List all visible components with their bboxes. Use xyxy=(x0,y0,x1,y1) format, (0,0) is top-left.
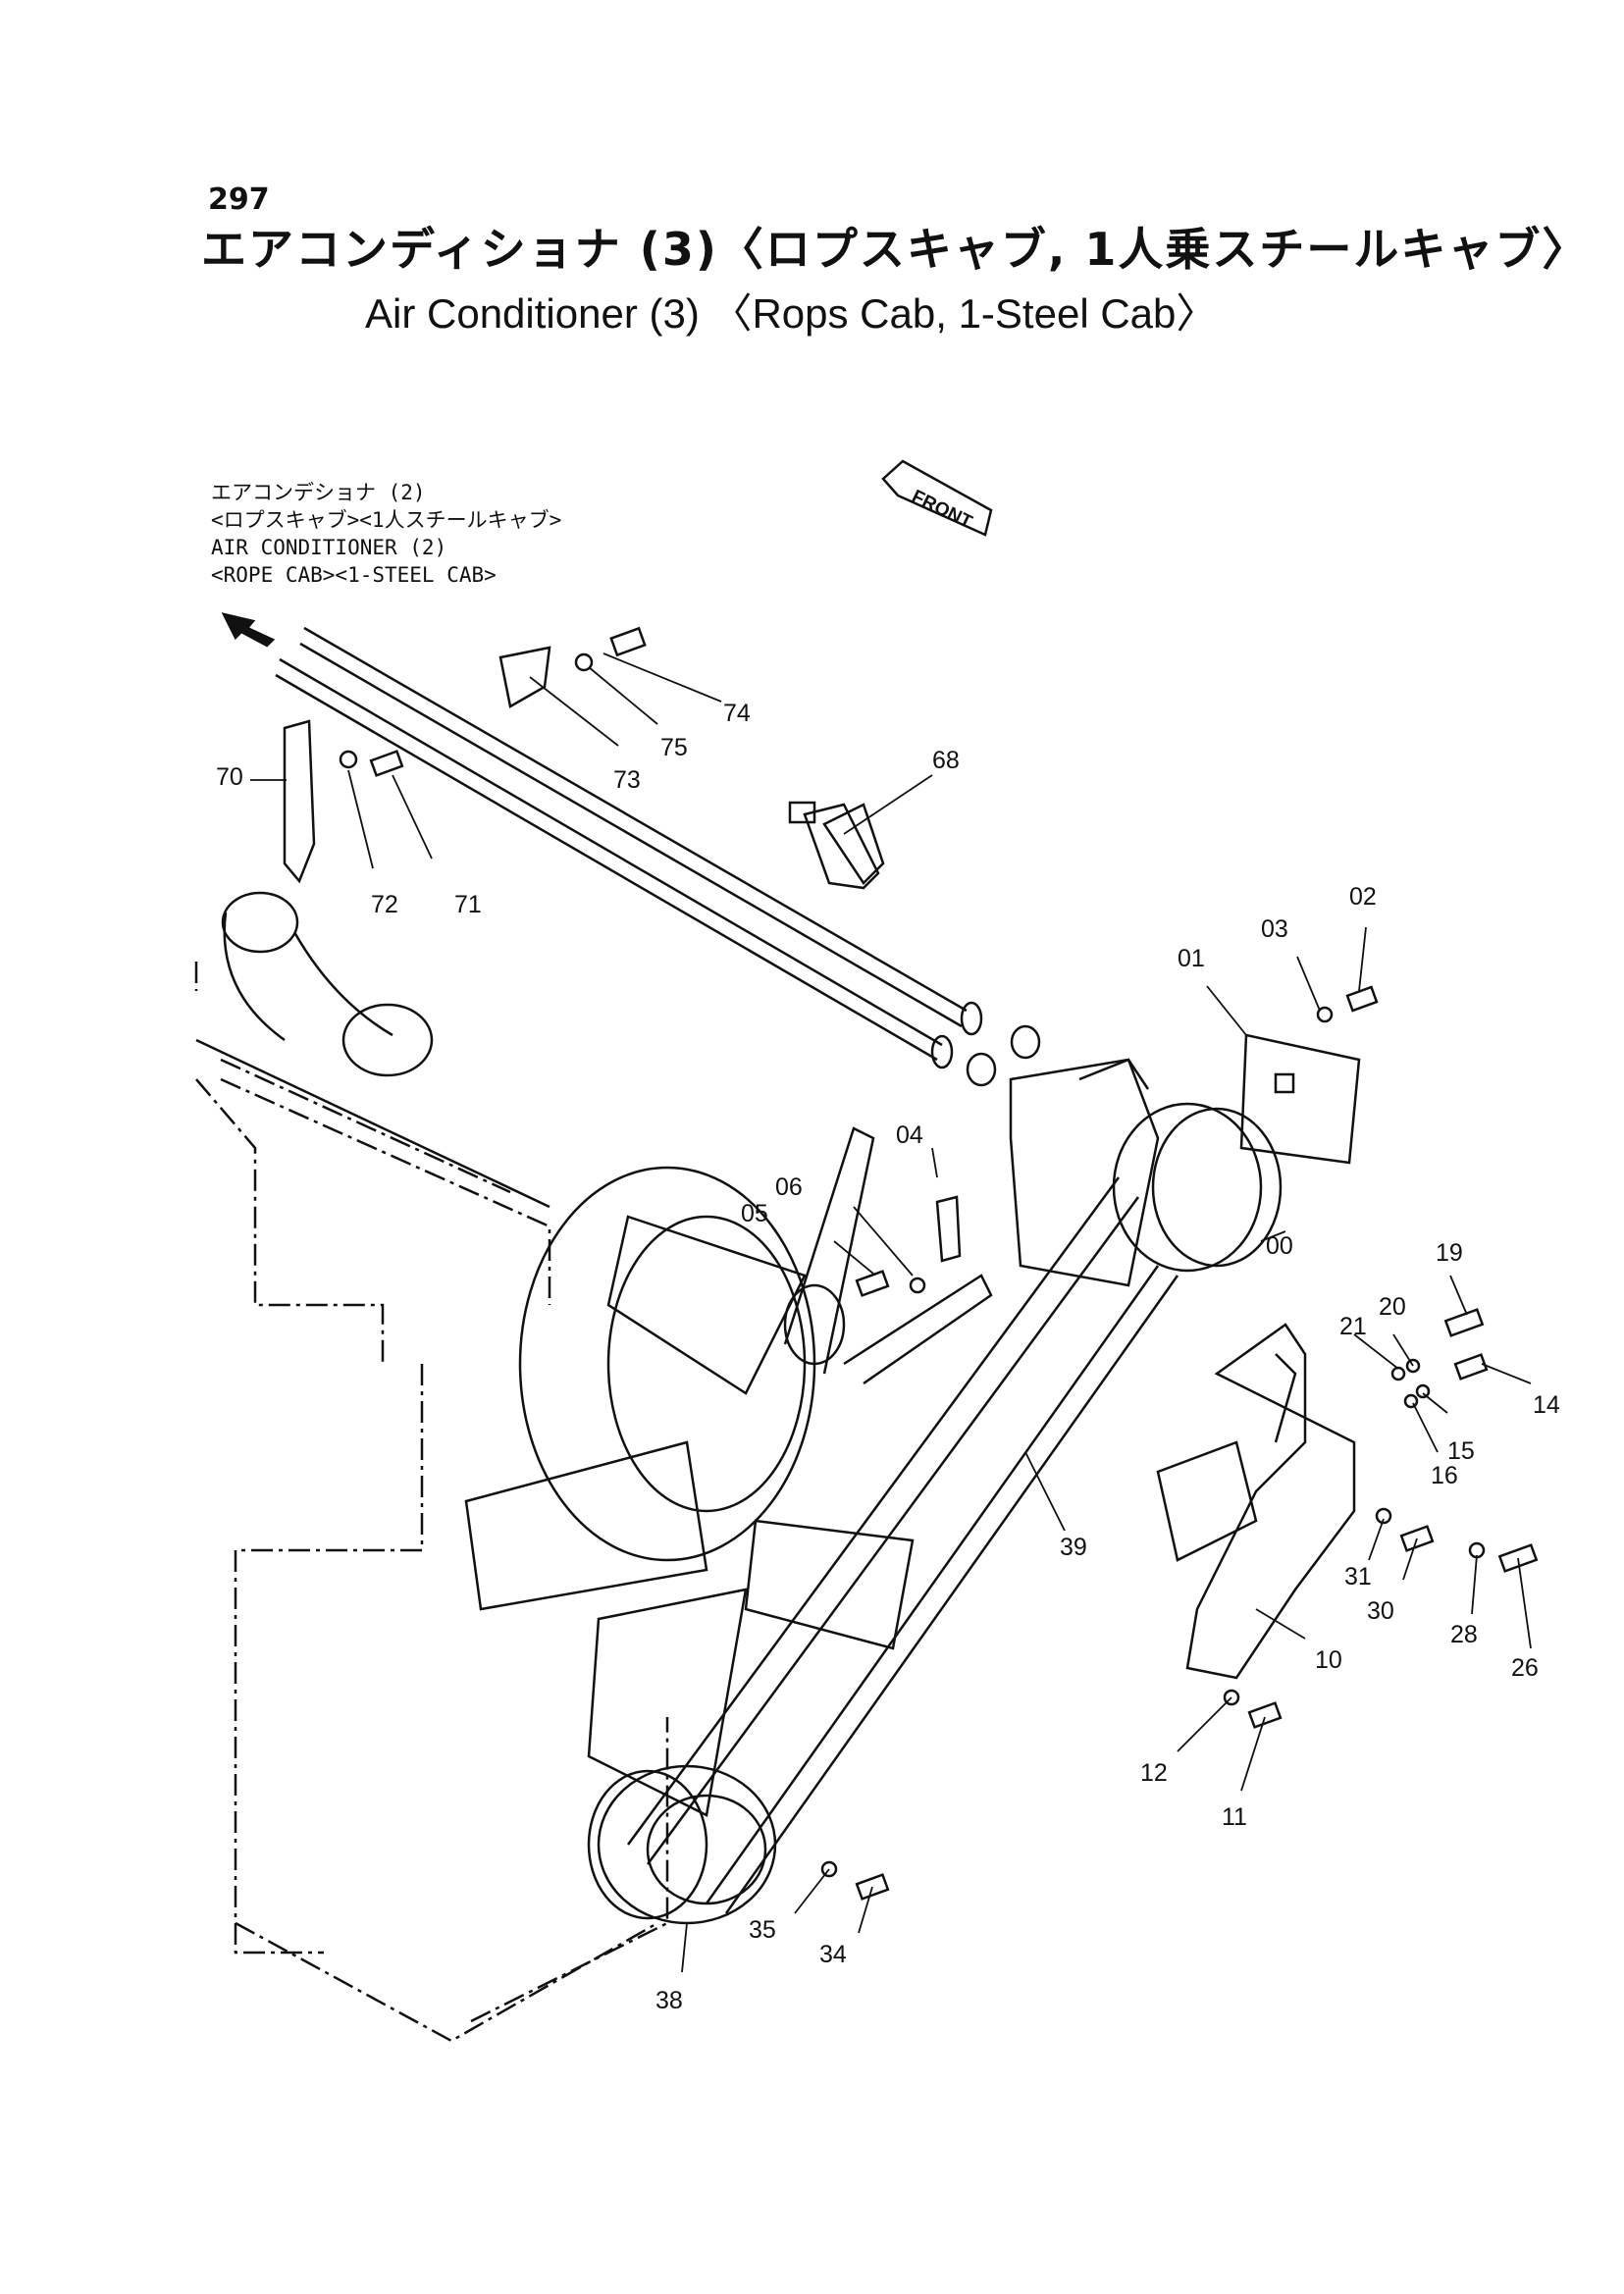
reference-note-line: AIR CONDITIONER (2) xyxy=(211,536,447,559)
part-label-00: 00 xyxy=(1266,1232,1293,1260)
page-title-english: Air Conditioner (3) 〈Rops Cab, 1-Steel C… xyxy=(365,290,1218,337)
part-label-74: 74 xyxy=(723,700,751,727)
part-label-14: 14 xyxy=(1533,1391,1560,1419)
part-label-06: 06 xyxy=(775,1173,803,1201)
part-label-39: 39 xyxy=(1060,1534,1087,1561)
reference-arrow-icon xyxy=(221,612,276,648)
part-label-03: 03 xyxy=(1261,915,1288,943)
drive-belt xyxy=(626,1176,1179,1914)
page-number: 297 xyxy=(208,182,270,217)
page-title-japanese: エアコンディショナ (3)〈ロプスキャブ, 1人乗スチールキャブ〉 xyxy=(201,223,1590,276)
part-label-38: 38 xyxy=(655,1987,683,2014)
reference-note-line: <ロプスキャブ><1人スチールキャブ> xyxy=(211,508,562,532)
part-label-10: 10 xyxy=(1315,1646,1342,1674)
part-label-15: 15 xyxy=(1447,1437,1475,1465)
reference-note-line: <ROPE CAB><1-STEEL CAB> xyxy=(211,563,497,587)
part-label-16: 16 xyxy=(1431,1462,1458,1489)
part-label-34: 34 xyxy=(819,1941,847,1968)
part-label-73: 73 xyxy=(613,766,641,794)
part-label-02: 02 xyxy=(1349,883,1377,911)
front-arrow-icon: FRONT xyxy=(881,459,993,537)
part-label-70: 70 xyxy=(216,763,243,791)
mounting-plate xyxy=(1239,1033,1361,1165)
part-label-71: 71 xyxy=(454,891,482,918)
leader-lines xyxy=(250,652,1532,1973)
part-label-21: 21 xyxy=(1339,1313,1367,1340)
part-label-01: 01 xyxy=(1178,945,1205,972)
part-label-28: 28 xyxy=(1450,1621,1478,1648)
engine-block-outline xyxy=(194,962,669,2043)
cooling-fan xyxy=(464,1126,993,1817)
part-label-75: 75 xyxy=(660,734,688,761)
compressor xyxy=(1009,1058,1283,1287)
part-label-35: 35 xyxy=(749,1916,776,1944)
refrigerant-hoses xyxy=(275,626,1041,1087)
sensor-switch xyxy=(788,801,880,890)
part-label-26: 26 xyxy=(1511,1654,1539,1682)
part-label-19: 19 xyxy=(1436,1239,1463,1267)
part-label-05: 05 xyxy=(741,1200,768,1227)
part-label-72: 72 xyxy=(371,891,398,918)
engine-pipes xyxy=(195,891,550,1209)
part-label-30: 30 xyxy=(1367,1597,1394,1625)
reference-note: エアコンデショナ (2) <ロプスキャブ><1人スチールキャブ> AIR CON… xyxy=(211,479,561,589)
part-label-68: 68 xyxy=(932,747,960,774)
reference-note-line: エアコンデショナ (2) xyxy=(211,481,426,504)
part-labels: 00 01 02 03 04 05 06 10 11 12 14 15 16 1… xyxy=(216,700,1560,2014)
part-label-12: 12 xyxy=(1140,1759,1168,1787)
part-label-11: 11 xyxy=(1222,1803,1247,1831)
fasteners xyxy=(283,626,1539,1901)
tension-bracket xyxy=(1156,1323,1356,1680)
part-label-31: 31 xyxy=(1344,1563,1372,1590)
part-label-20: 20 xyxy=(1379,1293,1406,1321)
part-label-04: 04 xyxy=(896,1121,923,1149)
